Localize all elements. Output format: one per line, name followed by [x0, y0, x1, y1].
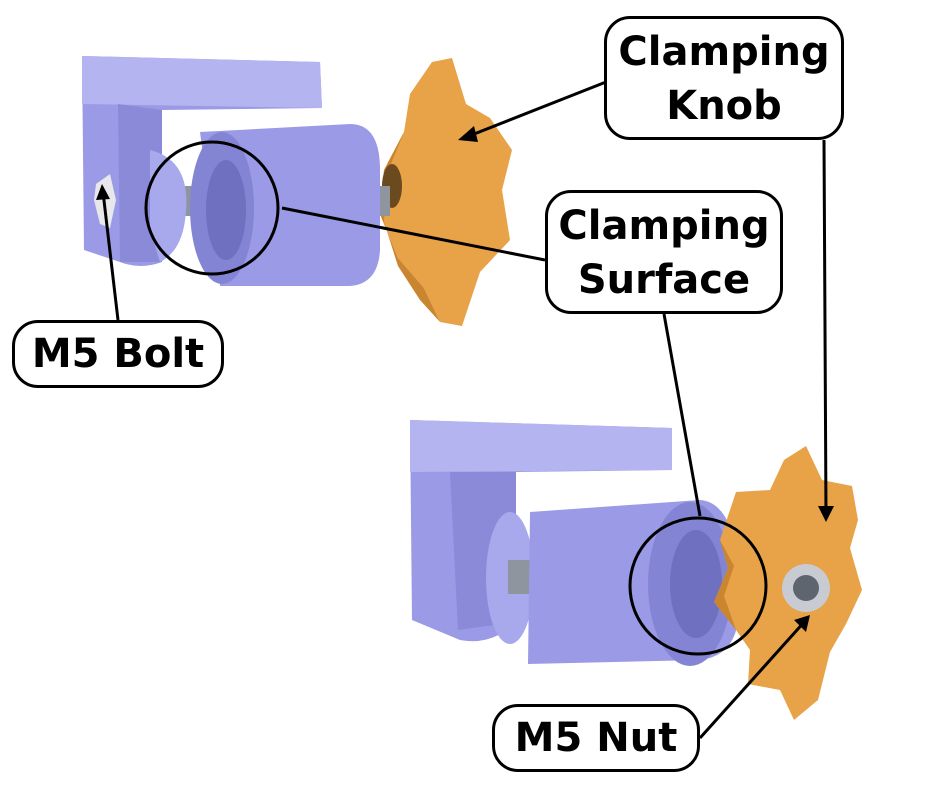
- top-bracket: [82, 56, 322, 266]
- leader-knob-top: [463, 80, 607, 140]
- leader-bolt: [101, 191, 120, 321]
- arrowhead-bolt: [96, 184, 110, 200]
- label-m5-bolt: M5 Bolt: [12, 320, 224, 388]
- top-assembly: [82, 56, 512, 326]
- leader-surface-top: [281, 206, 546, 262]
- bottom-bracket: [410, 420, 672, 644]
- leader-knob-bottom: [822, 139, 828, 517]
- label-clamping-surface-line2: Surface: [577, 257, 751, 303]
- arrowheads: [96, 126, 834, 632]
- label-clamping-knob-line1: Clamping: [618, 29, 830, 75]
- leader-surface-bottom: [662, 313, 702, 517]
- bottom-clamping-knob: [714, 446, 862, 720]
- arrowhead-knob-bottom: [818, 506, 834, 522]
- label-m5-nut: M5 Nut: [492, 704, 700, 772]
- top-clamping-knob: [380, 58, 512, 326]
- bottom-clamp-block: [528, 500, 738, 666]
- top-clamp-block: [190, 124, 380, 286]
- leader-lines: [101, 80, 828, 740]
- bottom-assembly: [410, 420, 862, 720]
- bottom-clamping-surface-highlight: [628, 516, 768, 656]
- label-m5-nut-text: M5 Nut: [514, 715, 678, 761]
- arrowhead-knob-top: [458, 126, 478, 142]
- leader-nut: [698, 618, 808, 740]
- arrowhead-nut: [794, 615, 810, 632]
- label-clamping-surface: Clamping Surface: [545, 190, 783, 314]
- label-m5-bolt-text: M5 Bolt: [31, 331, 205, 377]
- top-clamping-surface-highlight: [144, 140, 280, 276]
- label-clamping-surface-line1: Clamping: [558, 203, 770, 249]
- label-clamping-knob: Clamping Knob: [604, 16, 844, 140]
- label-clamping-knob-line2: Knob: [666, 83, 782, 129]
